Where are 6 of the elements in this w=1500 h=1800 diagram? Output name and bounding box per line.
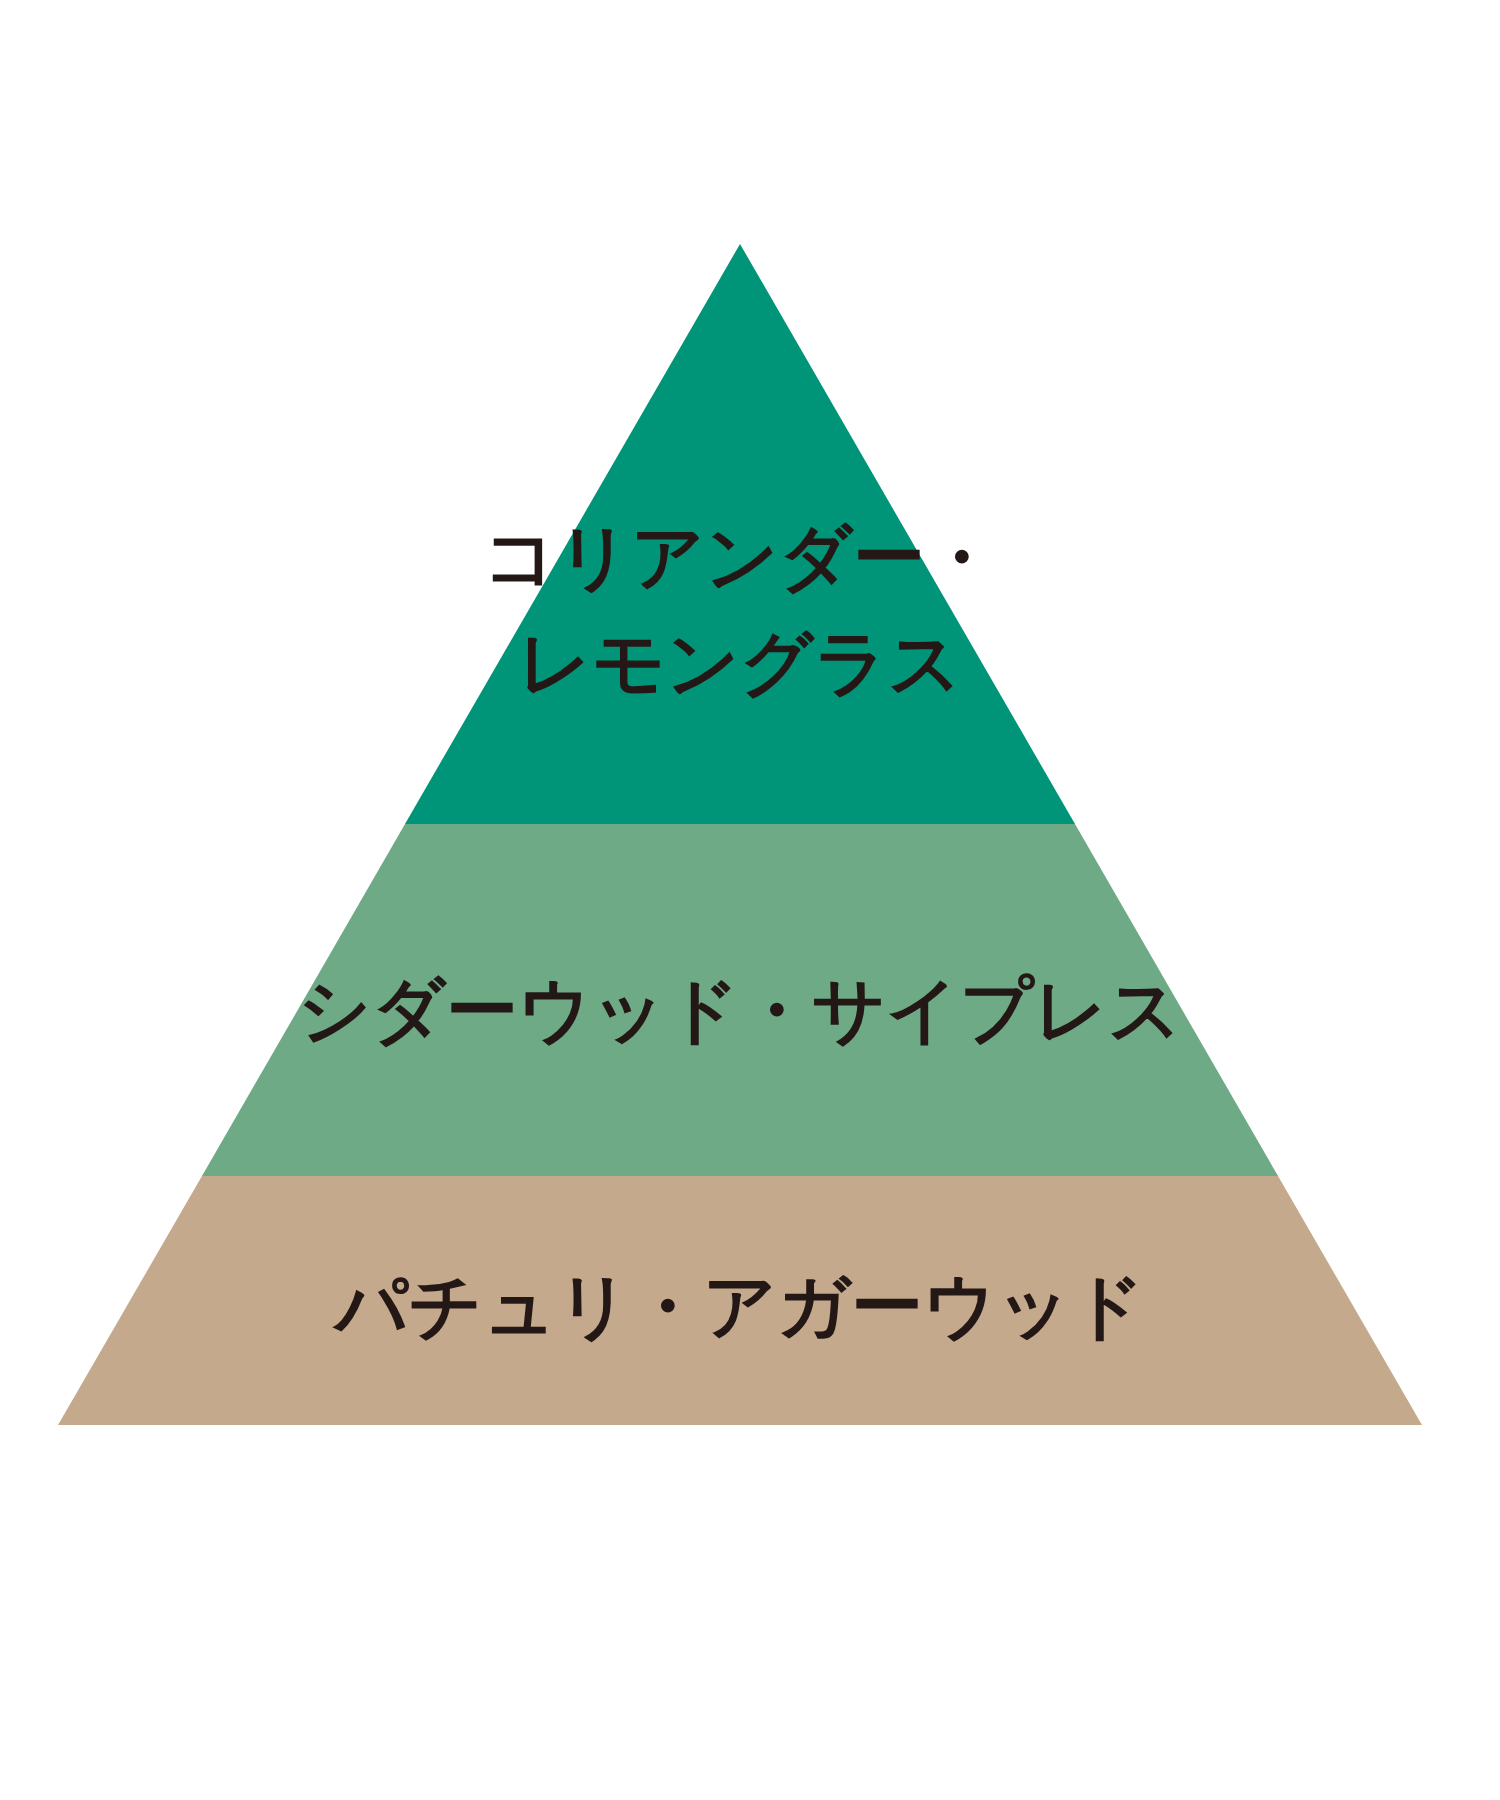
tier-label: シダーウッド・サイプレス	[297, 967, 1183, 1054]
pyramid-tier	[405, 244, 1075, 824]
pyramid-tier	[58, 1176, 1422, 1425]
tier-label: パチュリ・アガーウッド	[58, 1253, 1422, 1359]
tier-label: コリアンダー・レモングラス	[482, 514, 998, 707]
pyramid-tier	[202, 824, 1278, 1176]
